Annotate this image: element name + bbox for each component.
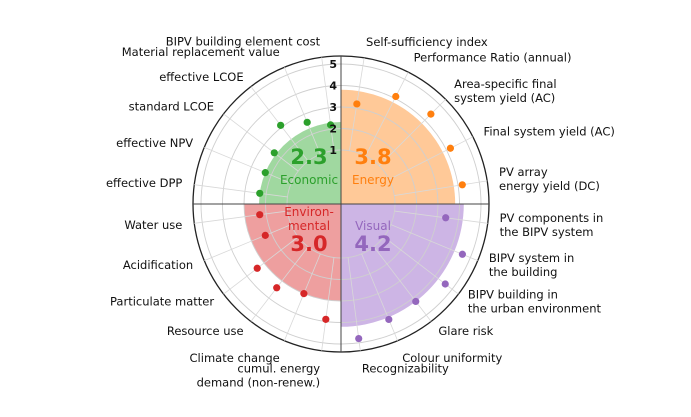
indicator-point xyxy=(446,144,455,152)
indicator-point xyxy=(261,231,269,239)
indicator-point xyxy=(256,189,264,197)
grid-spoke xyxy=(361,253,399,341)
grid-spoke xyxy=(194,184,288,198)
indicator-points xyxy=(253,92,466,343)
indicator-label: Colour uniformity xyxy=(402,351,502,365)
indicator-point xyxy=(442,214,450,222)
grid-spoke xyxy=(373,246,432,322)
indicator-label: Water use xyxy=(124,218,182,232)
indicator-point xyxy=(303,118,311,126)
indicator-label: Acidification xyxy=(123,258,193,272)
indicator-point xyxy=(441,280,449,288)
grid-spoke xyxy=(194,210,288,224)
indicator-point xyxy=(256,211,264,219)
grid-spoke xyxy=(283,67,321,155)
grid-spoke xyxy=(321,57,335,151)
indicator-label: Final system yield (AC) xyxy=(484,124,615,138)
indicator-label: standard LCOE xyxy=(129,100,214,114)
indicator-point xyxy=(412,297,420,306)
category-name-visual: Visual xyxy=(355,219,391,233)
indicator-point xyxy=(273,284,281,292)
score-environmental: 3.0 xyxy=(290,232,327,256)
score-energy: 3.8 xyxy=(354,145,391,169)
polar-grid xyxy=(192,55,490,353)
score-visual: 4.2 xyxy=(354,232,391,256)
indicator-label: Recognizability xyxy=(362,362,449,376)
indicator-label: Self-sufficiency index xyxy=(366,35,488,49)
r-tick-label: 3 xyxy=(329,101,337,114)
category-name-economic: Economic xyxy=(280,173,338,187)
indicator-point xyxy=(322,315,330,323)
indicator-label: Particulate matter xyxy=(110,294,214,308)
indicator-label: Glare risk xyxy=(438,324,493,338)
grid-spoke xyxy=(378,99,446,167)
sector-environmental xyxy=(244,204,341,301)
indicator-label: effective NPV xyxy=(116,136,193,150)
indicator-label: BIPV building element cost xyxy=(166,34,321,48)
indicator-point xyxy=(355,334,363,343)
radial-tick-labels: 1 2 3 4 5 xyxy=(329,58,337,157)
grid-spoke xyxy=(388,136,474,180)
r-tick-label: 4 xyxy=(329,80,337,93)
score-economic: 2.3 xyxy=(290,145,327,169)
indicator-label: Climate change xyxy=(190,351,280,365)
indicator-point xyxy=(300,290,308,298)
indicator-point xyxy=(458,181,466,189)
indicator-point xyxy=(385,315,393,324)
indicator-label: Performance Ratio (annual) xyxy=(414,50,572,64)
indicator-point xyxy=(392,92,400,101)
indicator-point xyxy=(458,250,466,258)
category-name-environmental: Environ-mental xyxy=(284,205,334,233)
grid-spoke xyxy=(250,246,309,322)
indicator-point xyxy=(253,264,261,272)
indicator-label: effective DPP xyxy=(106,176,182,190)
grid-spoke xyxy=(223,113,299,172)
r-tick-label: 2 xyxy=(329,123,337,136)
indicator-point xyxy=(277,121,285,129)
sector-economic xyxy=(259,122,341,204)
indicator-label: Material replacement value xyxy=(122,45,280,59)
grid-spoke xyxy=(204,224,292,262)
indicator-labels: effective DPP effective NPV standard LCOE e… xyxy=(106,34,615,389)
indicator-point xyxy=(353,100,361,108)
grid-spoke xyxy=(394,180,488,196)
indicator-point xyxy=(427,110,435,118)
grid-spoke xyxy=(204,146,292,184)
indicator-point xyxy=(326,121,335,129)
indicator-point xyxy=(261,169,269,177)
indicator-point xyxy=(270,149,278,157)
indicator-label: effective LCOE xyxy=(159,70,243,84)
grid-spoke xyxy=(321,257,335,351)
grid-spoke xyxy=(283,253,321,341)
grid-spoke xyxy=(365,71,409,157)
grid-spoke xyxy=(394,210,488,224)
r-tick-label: 1 xyxy=(329,144,337,157)
grid-spoke xyxy=(223,236,299,295)
r-tick-label: 5 xyxy=(329,58,337,71)
indicator-label: Resource use xyxy=(167,324,244,338)
category-name-energy: Energy xyxy=(352,173,394,187)
